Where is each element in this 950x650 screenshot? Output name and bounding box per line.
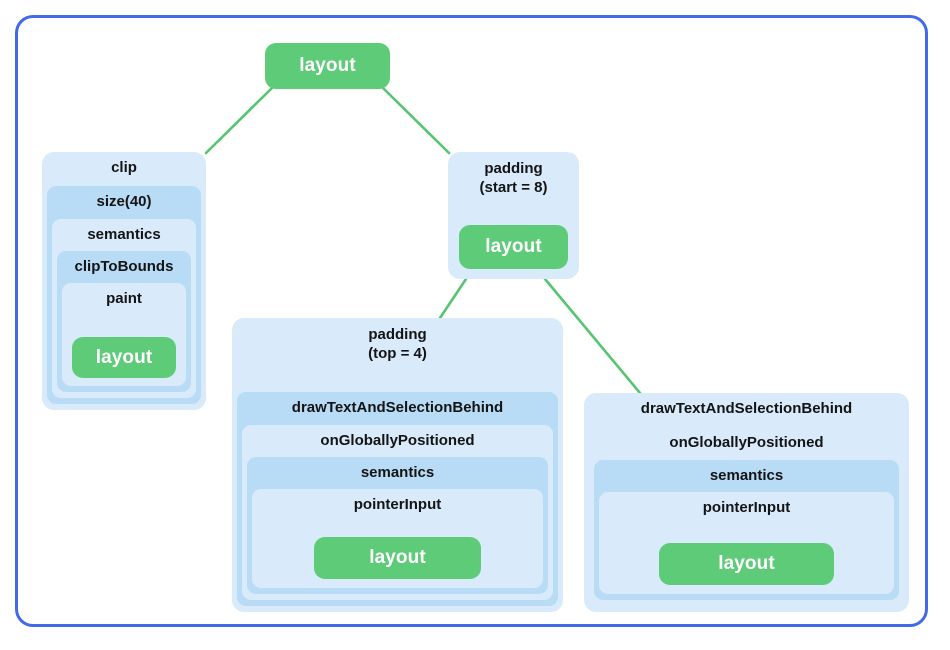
node-padding-start-label-line2: (start = 8)	[479, 178, 548, 196]
node-semantics-right-label: semantics	[709, 467, 784, 484]
node-padding-top-label-line2: (top = 4)	[368, 344, 427, 362]
node-padding-top-leaf-layout-label: layout	[369, 547, 426, 568]
node-root-layout-label: layout	[299, 55, 356, 76]
node-pointer-input-mid-label: pointerInput	[353, 496, 442, 513]
node-padding-start-label-line1: padding	[484, 160, 543, 177]
node-clip-leaf-layout-label: layout	[95, 346, 153, 368]
node-text-right-leaf-layout[interactable]: layout	[659, 543, 834, 585]
node-draw-text-and-selection-behind-right-label: drawTextAndSelectionBehind	[640, 400, 853, 417]
node-on-globally-positioned-mid[interactable]: onGloballyPositioned semantics pointerIn…	[242, 425, 553, 600]
node-padding-start-leaf-layout-label: layout	[485, 236, 542, 257]
node-on-globally-positioned-mid-label: onGloballyPositioned	[320, 432, 475, 449]
diagram-frame-border	[15, 15, 928, 627]
node-paint[interactable]: paint layout	[62, 283, 186, 386]
node-semantics-clip-label: semantics	[87, 226, 161, 243]
node-draw-text-and-selection-behind-mid[interactable]: drawTextAndSelectionBehind onGloballyPos…	[237, 392, 558, 606]
node-pointer-input-right-label: pointerInput	[702, 499, 791, 516]
node-clip-leaf-layout[interactable]: layout	[72, 337, 176, 378]
node-padding-start-leaf-layout[interactable]: layout	[459, 225, 568, 269]
node-root-layout[interactable]: layout	[265, 43, 390, 89]
node-padding-start[interactable]: padding (start = 8) layout	[448, 152, 579, 279]
node-on-globally-positioned-right[interactable]: onGloballyPositioned semantics pointerIn…	[589, 427, 904, 606]
node-clip-label: clip	[111, 159, 137, 176]
node-padding-top-leaf-layout[interactable]: layout	[314, 537, 481, 579]
node-size40[interactable]: size(40) semantics clipToBounds paint la…	[47, 186, 201, 404]
node-size40-label: size(40)	[96, 193, 152, 210]
node-clip[interactable]: clip size(40) semantics clipToBounds pai…	[42, 152, 206, 410]
node-draw-text-and-selection-behind-mid-label: drawTextAndSelectionBehind	[291, 399, 504, 416]
node-on-globally-positioned-right-label: onGloballyPositioned	[669, 434, 824, 451]
node-pointer-input-right[interactable]: pointerInput layout	[599, 492, 894, 594]
node-clip-to-bounds-label: clipToBounds	[74, 258, 174, 275]
node-padding-top-label-line1: padding	[368, 326, 427, 343]
node-paint-label: paint	[106, 290, 142, 307]
node-semantics-mid-label: semantics	[360, 464, 435, 481]
node-text-right-leaf-layout-label: layout	[718, 553, 775, 574]
node-semantics-right[interactable]: semantics pointerInput layout	[594, 460, 899, 600]
node-semantics-clip[interactable]: semantics clipToBounds paint layout	[52, 219, 196, 398]
node-draw-text-and-selection-behind-right[interactable]: drawTextAndSelectionBehind onGloballyPos…	[584, 393, 909, 612]
node-pointer-input-mid[interactable]: pointerInput layout	[252, 489, 543, 588]
node-semantics-mid[interactable]: semantics pointerInput layout	[247, 457, 548, 594]
node-clip-to-bounds[interactable]: clipToBounds paint layout	[57, 251, 191, 392]
node-padding-top[interactable]: padding (top = 4) drawTextAndSelectionBe…	[232, 318, 563, 612]
